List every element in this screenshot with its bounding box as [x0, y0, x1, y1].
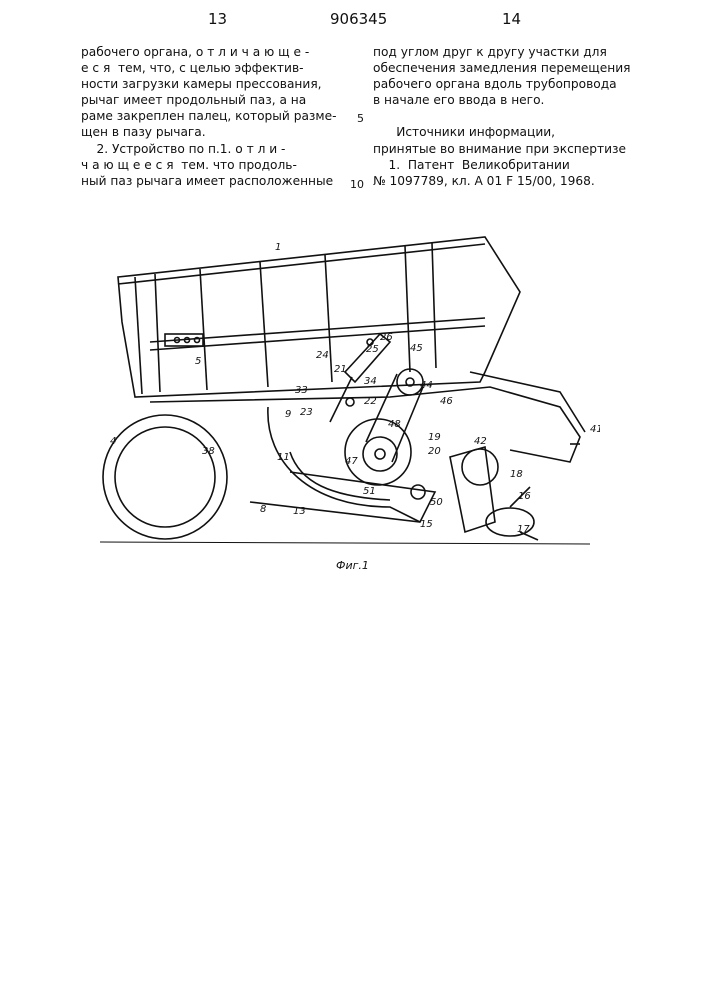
- figure-caption: Фиг.1: [336, 559, 369, 572]
- fig-label: 22: [364, 396, 377, 407]
- fig-label: 20: [428, 446, 441, 457]
- fig-label: 1: [275, 242, 281, 253]
- fig-label: 50: [430, 497, 443, 508]
- left-line-8: ч а ю щ е е с я тем. что продоль-: [81, 158, 297, 173]
- left-line-9: ный паз рычага имеет расположенные: [81, 174, 333, 189]
- fig-label: 33: [295, 385, 308, 396]
- fig-label: 44: [420, 380, 433, 391]
- right-line-9: № 1097789, кл. А 01 F 15/00, 1968.: [373, 174, 595, 189]
- line-number-5: 5: [357, 112, 364, 125]
- fig-label: 21: [334, 364, 347, 375]
- patent-number: 906345: [330, 10, 387, 28]
- fig-label: 8: [260, 504, 266, 515]
- left-line-7: 2. Устройство по п.1. о т л и -: [81, 142, 285, 157]
- fig-label: 45: [410, 343, 423, 354]
- fig-label: 9: [285, 409, 291, 420]
- post: [260, 262, 268, 387]
- ground-line: [100, 542, 590, 544]
- post: [135, 277, 142, 394]
- hopper-top-rim: [118, 244, 485, 284]
- page-number-left: 13: [208, 10, 227, 28]
- left-line-2: е с я тем, что, с целью эффектив-: [81, 61, 304, 76]
- left-line-4: рычаг имеет продольный паз, а на: [81, 93, 306, 108]
- post: [432, 243, 436, 368]
- left-line-3: ности загрузки камеры прессования,: [81, 77, 322, 92]
- fig-label: 46: [440, 396, 453, 407]
- fig-label: 47: [345, 456, 358, 467]
- fig-label: 51: [363, 486, 376, 497]
- line-number-10: 10: [350, 178, 364, 191]
- fig-label: 19: [428, 432, 441, 443]
- page-number-right: 14: [502, 10, 521, 28]
- right-line-4: в начале его ввода в него.: [373, 93, 544, 108]
- pickup-arm: [450, 447, 495, 532]
- fig-label: 16: [518, 491, 531, 502]
- pickup-roller: [462, 449, 498, 485]
- pulley-large: [345, 419, 411, 485]
- post: [155, 274, 160, 392]
- fig-label: 18: [510, 469, 523, 480]
- post: [325, 255, 332, 382]
- fig-label: 15: [420, 519, 433, 530]
- pulley-main: [363, 437, 397, 471]
- fig-label: 41: [590, 424, 600, 435]
- fig-label: 11: [277, 452, 290, 463]
- fig-label: 48: [388, 419, 401, 430]
- fig-label: 42: [474, 436, 487, 447]
- right-line-6: Источники информации,: [373, 125, 555, 140]
- right-line-8: 1. Патент Великобритании: [373, 158, 570, 173]
- hopper-body: [118, 237, 520, 397]
- fig-label: 38: [202, 446, 215, 457]
- fig-label: 17: [517, 524, 530, 535]
- lower-beam: [250, 472, 435, 522]
- fig-label: 34: [364, 376, 377, 387]
- fig-label: 5: [195, 356, 201, 367]
- pressing-chamber: [470, 372, 585, 432]
- fig-label: 4: [110, 436, 116, 447]
- left-line-6: щен в пазу рычага.: [81, 125, 206, 140]
- lever-arm: [330, 377, 352, 422]
- right-line-7: принятые во внимание при экспертизе: [373, 142, 626, 157]
- fig-label: 25: [366, 344, 379, 355]
- wheel: [103, 415, 227, 539]
- post: [200, 269, 207, 390]
- right-line-2: обеспечения замедления перемещения: [373, 61, 630, 76]
- right-line-3: рабочего органа вдоль трубопровода: [373, 77, 617, 92]
- right-line-1: под углом друг к другу участки для: [373, 45, 607, 60]
- fig-label: 26: [380, 332, 393, 343]
- fig-label: 24: [316, 350, 329, 361]
- fig-label: 13: [293, 506, 306, 517]
- baler-drawing: 1 4 5 8 9 11 13 15 16 17 18 19 20 21 22 …: [90, 222, 600, 557]
- roller: [411, 485, 425, 499]
- left-line-5: раме закреплен палец, который размe-: [81, 109, 337, 124]
- wheel-inner: [115, 427, 215, 527]
- left-line-1: рабочего органа, о т л и ч а ю щ е -: [81, 45, 309, 60]
- fig-label: 23: [300, 407, 313, 418]
